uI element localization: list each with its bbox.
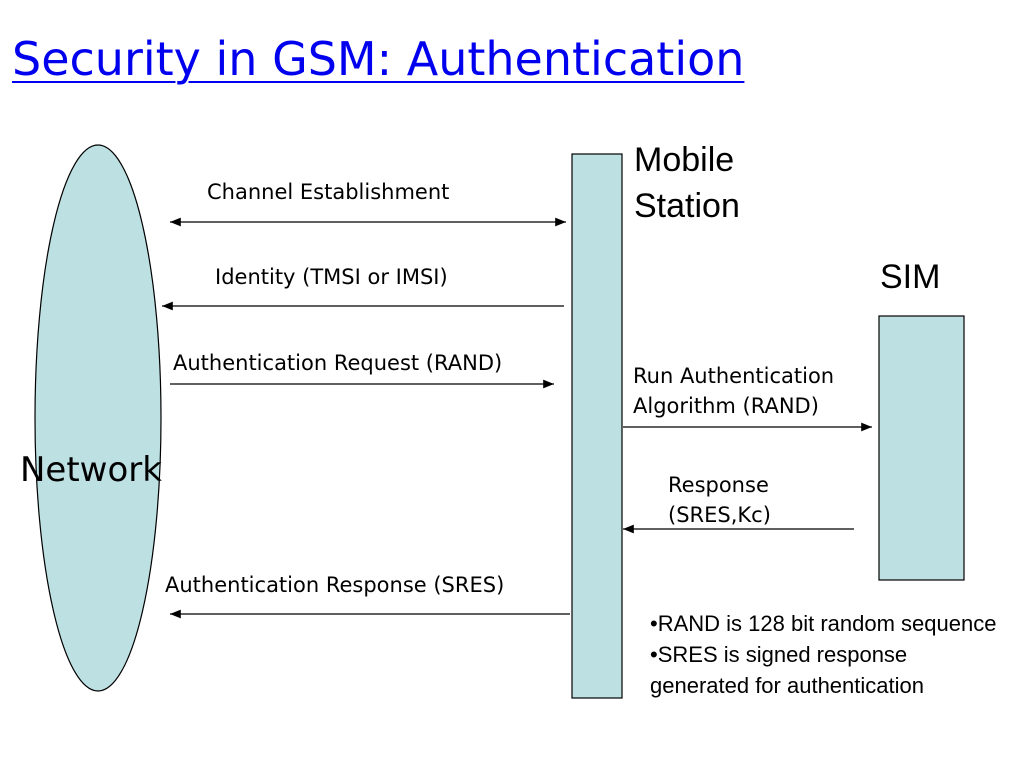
response-line-1: Response — [668, 473, 769, 497]
page-title: Security in GSM: Authentication — [12, 32, 745, 86]
notes-list: RAND is 128 bit random sequence SRES is … — [650, 608, 1010, 701]
mobile-station-line-1: Mobile — [634, 141, 735, 179]
run-algorithm-label: Run Authentication Algorithm (RAND) — [633, 361, 834, 421]
network-label: Network — [20, 450, 162, 490]
auth-response-label: Authentication Response (SRES) — [165, 573, 505, 597]
identity-label: Identity (TMSI or IMSI) — [215, 265, 448, 289]
sim-box — [878, 315, 965, 581]
run-algorithm-line-2: Algorithm (RAND) — [633, 394, 819, 418]
run-algorithm-line-1: Run Authentication — [633, 364, 835, 388]
mobile-station-label: Mobile Station — [634, 137, 740, 229]
network-ellipse — [34, 144, 162, 692]
channel-establishment-label: Channel Establishment — [207, 180, 450, 204]
response-label: Response (SRES,Kc) — [668, 470, 771, 530]
note-sres: SRES is signed response generated for au… — [650, 639, 1010, 701]
mobile-station-bar — [571, 153, 623, 699]
auth-request-label: Authentication Request (RAND) — [173, 351, 503, 375]
note-rand: RAND is 128 bit random sequence — [650, 608, 1010, 639]
sim-label: SIM — [880, 258, 941, 296]
mobile-station-line-2: Station — [634, 187, 740, 225]
response-line-2: (SRES,Kc) — [668, 503, 771, 527]
